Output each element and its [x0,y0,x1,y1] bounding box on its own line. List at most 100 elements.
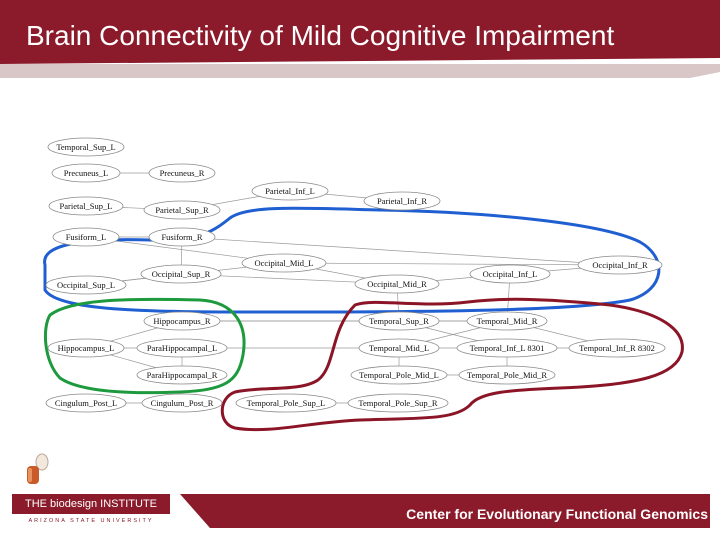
node-ellipse [235,393,337,413]
graph-node: Precuneus_R [148,163,216,183]
graph-node: Temporal_Sup_L [47,137,125,157]
graph-node: Temporal_Pole_Mid_L [350,365,448,385]
node-label: Temporal_Pole_Mid_L [359,370,439,380]
node-ellipse [45,393,127,413]
node-label: Fusiform_R [161,232,202,242]
logo-top-text: THE biodesign INSTITUTE [12,494,170,514]
cluster-outline-blue [43,206,661,314]
node-label: Temporal_Mid_L [369,343,429,353]
node-ellipse [140,264,222,284]
graph-node: Parietal_Inf_L [251,181,329,201]
node-ellipse [47,137,125,157]
node-ellipse [141,393,223,413]
graph-node: Fusiform_L [52,227,120,247]
graph-node: Parietal_Sup_R [143,200,221,220]
graph-edge [181,236,621,266]
node-label: Occipital_Inf_L [483,269,538,279]
node-label: Temporal_Mid_R [477,316,538,326]
node-label: Temporal_Inf_L 8301 [470,343,545,353]
graph-node: Temporal_Inf_L 8301 [456,338,558,358]
node-ellipse [47,338,125,358]
node-label: Parietal_Inf_R [377,196,427,206]
graph-node: Occipital_Inf_R [577,255,663,275]
node-ellipse [143,200,221,220]
footer-background [180,494,710,528]
cluster-outline-maroon [220,297,684,432]
node-ellipse [354,274,440,294]
graph-node: Temporal_Pole_Mid_R [458,365,556,385]
node-label: Parietal_Sup_L [60,201,113,211]
node-label: Fusiform_L [66,232,107,242]
graph-node: Occipital_Sup_R [140,264,222,284]
node-label: Parietal_Inf_L [265,186,315,196]
node-ellipse [350,365,448,385]
node-ellipse [469,264,551,284]
node-ellipse [143,311,221,331]
graph-node: ParaHippocampal_R [136,365,228,385]
node-ellipse [45,275,127,295]
footer-bar [180,494,710,528]
node-label: Temporal_Pole_Sup_L [247,398,326,408]
node-label: ParaHippocampal_R [147,370,218,380]
node-label: Occipital_Mid_L [254,258,313,268]
graph-node: Occipital_Inf_L [469,264,551,284]
node-label: Temporal_Sup_R [369,316,429,326]
node-ellipse [148,227,216,247]
graph-node: Temporal_Mid_L [358,338,440,358]
graph-node: Hippocampus_R [143,311,221,331]
node-label: Occipital_Mid_R [367,279,427,289]
logo-bottom-text: ARIZONA STATE UNIVERSITY [28,518,154,524]
node-label: Hippocampus_L [58,343,115,353]
graph-node: ParaHippocampal_L [136,338,228,358]
node-ellipse [136,365,228,385]
graph-node: Temporal_Pole_Sup_L [235,393,337,413]
node-ellipse [358,311,440,331]
node-ellipse [48,196,124,216]
node-label: Temporal_Inf_R 8302 [579,343,655,353]
title-accent-stripe [0,64,720,78]
graph-node: Fusiform_R [148,227,216,247]
graph-node: Temporal_Mid_R [466,311,548,331]
graph-node: Precuneus_L [51,163,121,183]
node-ellipse [458,365,556,385]
graph-node: Temporal_Inf_R 8302 [568,338,666,358]
graph-node: Temporal_Sup_R [358,311,440,331]
node-ellipse [148,163,216,183]
node-label: Parietal_Sup_R [155,205,209,215]
center-name: Center for Evolutionary Functional Genom… [406,506,708,522]
node-ellipse [251,181,329,201]
node-label: Precuneus_R [160,168,205,178]
graph-node: Occipital_Mid_L [241,253,327,273]
graph-node: Parietal_Sup_L [48,196,124,216]
node-ellipse [568,338,666,358]
node-ellipse [363,191,441,211]
graph-node: Cingulum_Post_R [141,393,223,413]
node-label: Temporal_Sup_L [56,142,115,152]
node-label: Hippocampus_R [153,316,210,326]
graph-node: Occipital_Mid_R [354,274,440,294]
node-ellipse [136,338,228,358]
graph-node: Hippocampus_L [47,338,125,358]
node-label: Temporal_Pole_Mid_R [467,370,547,380]
title-bar [0,0,720,78]
node-ellipse [52,227,120,247]
graph-node: Parietal_Inf_R [363,191,441,211]
graph-node: Occipital_Sup_L [45,275,127,295]
page-title: Brain Connectivity of Mild Cognitive Imp… [26,20,615,51]
graph-node: Cingulum_Post_L [45,393,127,413]
node-ellipse [347,393,449,413]
node-ellipse [241,253,327,273]
biodesign-logo: THE biodesign INSTITUTE ARIZONA STATE UN… [12,494,170,528]
title-background [0,0,720,64]
node-label: Occipital_Sup_L [57,280,115,290]
cluster-outline-green [43,297,246,395]
node-label: Cingulum_Post_L [55,398,117,408]
node-label: Temporal_Pole_Sup_R [358,398,438,408]
node-label: Occipital_Sup_R [152,269,211,279]
node-ellipse [456,338,558,358]
pill-logo-icon [27,453,49,484]
node-ellipse [577,255,663,275]
node-label: Precuneus_L [64,168,108,178]
node-label: Occipital_Inf_R [592,260,648,270]
